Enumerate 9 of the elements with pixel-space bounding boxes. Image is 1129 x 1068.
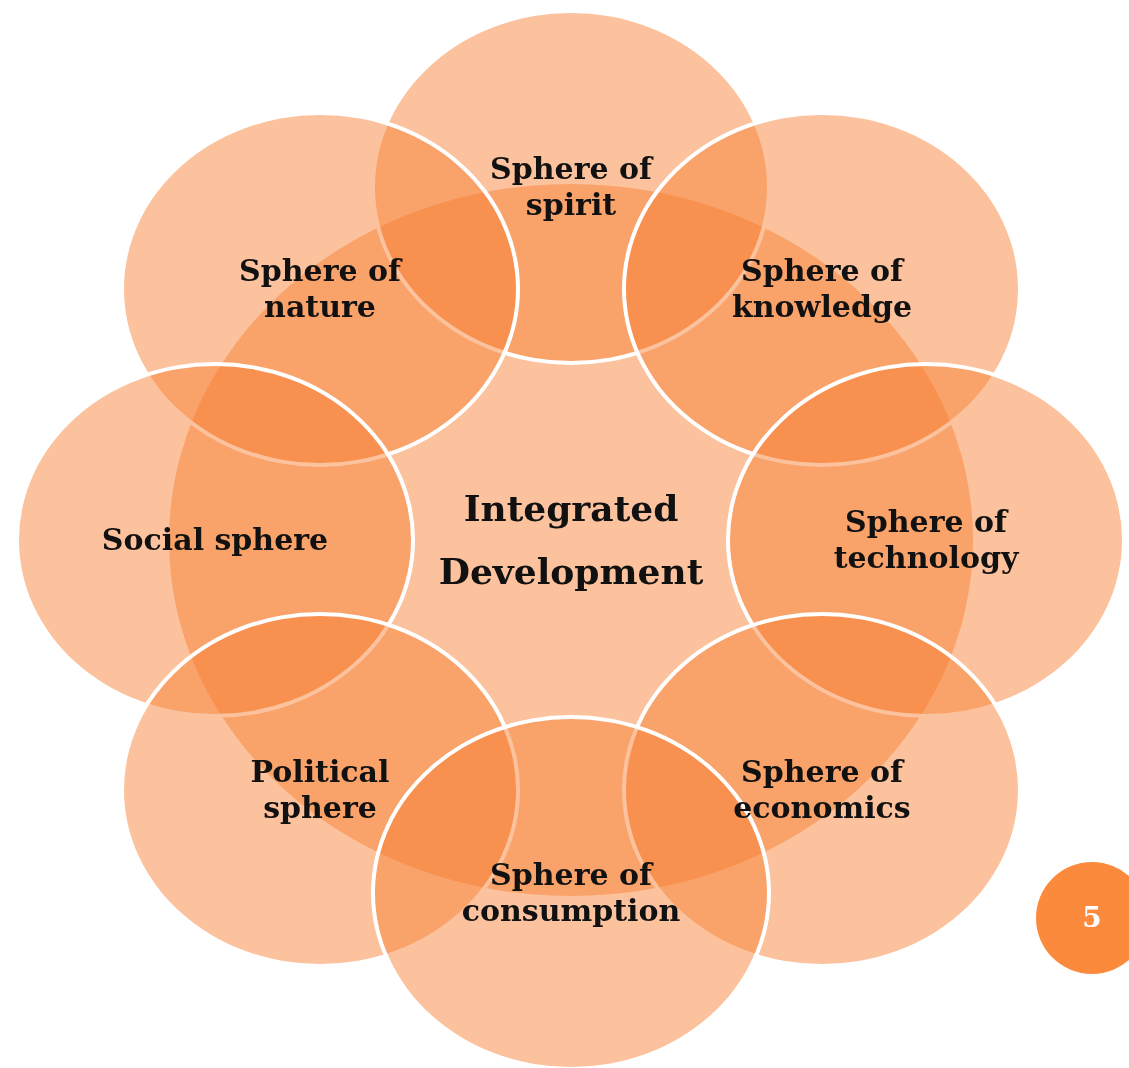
sphere-label: Sphere of spirit xyxy=(489,151,655,223)
sphere-label: Sphere of nature xyxy=(238,253,404,325)
sphere-label: Sphere of technology xyxy=(832,504,1021,576)
page-number: 5 xyxy=(1081,901,1103,935)
sphere-label: Sphere of knowledge xyxy=(731,253,913,325)
sphere-label: Social sphere xyxy=(100,522,330,558)
center-label: Integrated Development xyxy=(437,486,705,594)
sphere-label: Political sphere xyxy=(249,754,391,826)
sphere-label: Sphere of consumption xyxy=(460,857,682,929)
